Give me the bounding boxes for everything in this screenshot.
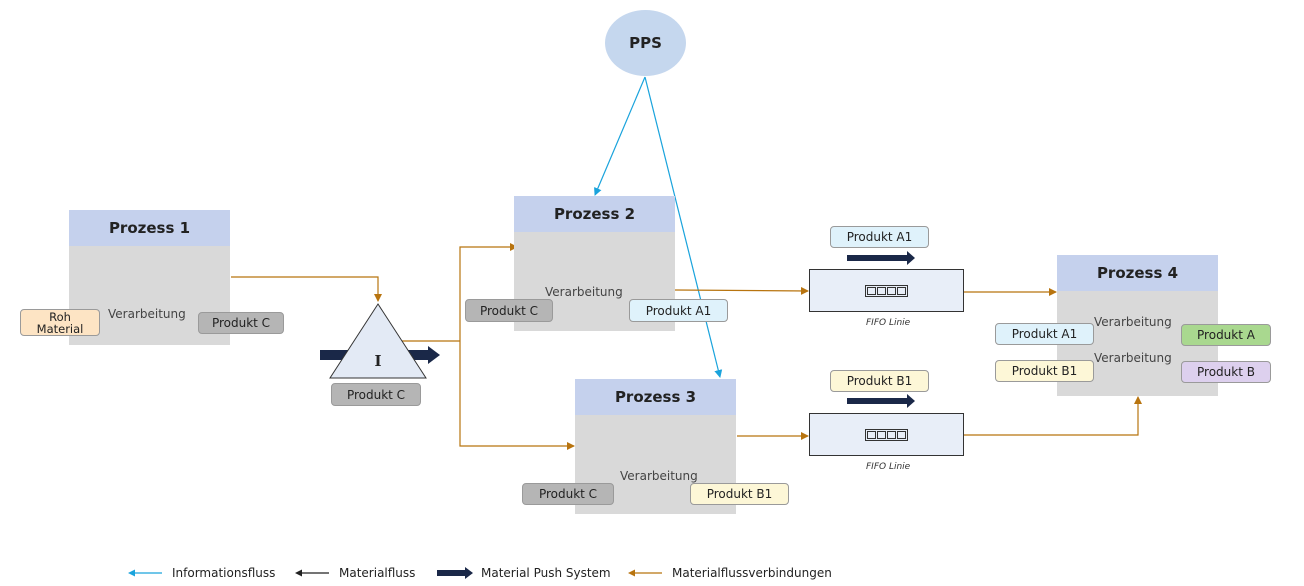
info-flow-pps-p3 xyxy=(644,76,723,378)
tag-p1-output: Produkt C xyxy=(198,312,284,334)
legend-material-flow: Materialfluss xyxy=(295,566,415,580)
fifo-lane-b-caption: FIFO Linie xyxy=(866,462,911,472)
inventory-symbol: I xyxy=(374,352,382,370)
tag-p3-input: Produkt C xyxy=(522,483,614,505)
legend-connections-label: Materialflussverbindungen xyxy=(672,566,832,580)
tag-p4-input-a: Produkt A1 xyxy=(995,323,1094,345)
process-1-step: Verarbeitung xyxy=(108,307,186,321)
legend-material-flow-label: Materialfluss xyxy=(339,566,416,580)
pps-node: PPS xyxy=(605,10,686,76)
push-arrow-fifo-b xyxy=(847,394,915,408)
legend-push-system: Material Push System xyxy=(437,566,611,580)
process-4-step-a: Verarbeitung xyxy=(1094,315,1172,329)
process-1-title: Prozess 1 xyxy=(69,210,230,246)
tag-fifo-b: Produkt B1 xyxy=(830,370,929,392)
process-2-title: Prozess 2 xyxy=(514,196,675,232)
tag-p2-output: Produkt A1 xyxy=(629,299,728,322)
legend-push-system-label: Material Push System xyxy=(481,566,611,580)
fifo-lane-a xyxy=(809,269,964,312)
process-2-step: Verarbeitung xyxy=(545,285,623,299)
push-arrow-fifo-a xyxy=(847,251,915,265)
conn-split-p2 xyxy=(459,243,518,341)
legend-info-flow: Informationsfluss xyxy=(128,566,275,580)
conn-p1-inventory xyxy=(231,276,382,302)
process-4-step-b: Verarbeitung xyxy=(1094,351,1172,365)
legend-push-system-icon xyxy=(437,567,473,579)
conn-split-p3 xyxy=(459,341,575,450)
legend-material-flow-icon xyxy=(295,569,329,577)
tag-p2-input: Produkt C xyxy=(465,299,553,322)
fifo-lane-b-icon xyxy=(865,428,908,441)
process-3-title: Prozess 3 xyxy=(575,379,736,415)
legend-connections-icon xyxy=(628,569,662,577)
fifo-lane-a-caption: FIFO Linie xyxy=(866,318,911,328)
process-4-title: Prozess 4 xyxy=(1057,255,1218,291)
tag-p4-output-a: Produkt A xyxy=(1181,324,1271,346)
inventory-triangle xyxy=(329,303,427,379)
legend-info-flow-label: Informationsfluss xyxy=(172,566,276,580)
tag-raw-material: Roh Material xyxy=(20,309,100,336)
tag-p4-output-b: Produkt B xyxy=(1181,361,1271,383)
fifo-lane-a-icon xyxy=(865,284,908,297)
process-3-step: Verarbeitung xyxy=(620,469,698,483)
conn-p2-fifo-a xyxy=(674,286,809,295)
tag-p3-output: Produkt B1 xyxy=(690,483,789,505)
info-flow-pps-p2 xyxy=(594,76,646,196)
process-2: Prozess 2 xyxy=(514,196,675,331)
legend-connections: Materialflussverbindungen xyxy=(628,566,832,580)
tag-fifo-a: Produkt A1 xyxy=(830,226,929,248)
fifo-lane-b xyxy=(809,413,964,456)
pps-label: PPS xyxy=(629,34,662,52)
legend-info-flow-icon xyxy=(128,569,162,577)
tag-p4-input-b: Produkt B1 xyxy=(995,360,1094,382)
conn-fifo-b-p4 xyxy=(964,396,1142,436)
tag-inventory: Produkt C xyxy=(331,383,421,406)
